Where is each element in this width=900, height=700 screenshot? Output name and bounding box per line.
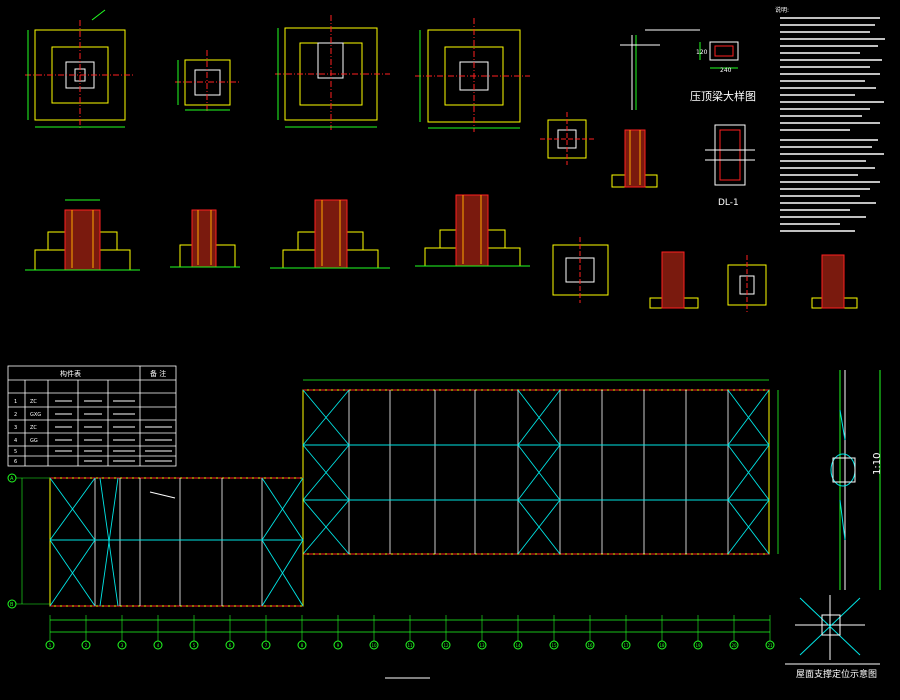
axis-number-label: 11 [407,643,413,648]
axis-number-label: 10 [371,643,377,648]
table-row: 4 GG [14,438,38,444]
axis-bubble-left [7,473,50,609]
right-scale-label: 1:10 [872,453,883,475]
notes-text-block [780,17,885,232]
axis-number-label: 5 [193,643,196,648]
notes-heading: 说明: [775,6,789,14]
axis-number-label: 13 [479,643,485,648]
table-cell: GXG [30,412,41,418]
axis-number-label: 16 [587,643,593,648]
small-section-6 [649,251,699,309]
table-cell: ZC [30,399,37,405]
axis-letter-b: B [10,602,14,608]
axis-number-label: 3 [121,643,124,648]
table-row: 6 [14,459,17,465]
table-row: 1 ZC [14,399,37,405]
foundation-section-3 [270,199,390,269]
beam-height-dim: 120 [696,49,708,56]
axis-number-label: 17 [623,643,629,648]
foundation-plan-j4 [415,18,530,132]
table-cell: 3 [14,425,17,431]
component-table [7,365,177,467]
roof-beam-detail [620,29,739,110]
axis-number-label: 19 [695,643,701,648]
axis-number-label: 4 [157,643,160,648]
foundation-section-1 [25,199,140,271]
table-placeholder-text [55,400,172,462]
axis-letter-a: A [10,476,14,482]
table-row: 3 ZC [14,425,37,431]
foundation-section-2 [170,209,240,268]
small-section-7 [811,254,858,309]
bracing-plan-title: 屋面支撑定位示意图 [796,668,877,680]
bracing-detail [785,370,881,665]
table-row: 5 [14,449,17,455]
table-note-header: 备 注 [150,369,166,378]
foundation-plan-j1 [25,9,135,130]
table-cell: 2 [14,412,17,418]
ground-beam-label: DL-1 [718,198,739,208]
right-building-plan [302,379,779,555]
beam-width-dim: 240 [720,67,732,74]
axis-number-label: 9 [337,643,340,648]
left-building-plan [49,477,304,607]
axis-number-label: 7 [265,643,268,648]
axis-number-label: 2 [85,643,88,648]
axis-number-label: 18 [659,643,665,648]
axis-number-label: 12 [443,643,449,648]
axis-number-label: 8 [301,643,304,648]
small-plan-5 [540,112,595,165]
axis-number-label: 14 [515,643,521,648]
table-title: 构件表 [60,369,81,378]
table-cell: GG [30,438,38,444]
table-cell: 5 [14,449,17,455]
foundation-plan-j2 [175,50,240,112]
table-row: 2 GXG [14,412,41,418]
foundation-section-4 [415,194,530,267]
table-cell: 4 [14,438,17,444]
roof-beam-detail-title: 压顶梁大样图 [690,89,756,103]
small-section-5 [611,129,658,188]
small-plan-6 [552,237,609,303]
axis-number-label: 21 [767,643,773,648]
axis-number-label: 6 [229,643,232,648]
table-cell: ZC [30,425,37,431]
small-plan-7 [727,255,767,312]
foundation-plan-j3 [275,15,390,130]
table-cell: 1 [14,399,17,405]
ground-beam-detail [705,124,755,186]
axis-number-label: 20 [731,643,737,648]
axis-number-label: 1 [49,643,52,648]
axis-number-label: 15 [551,643,557,648]
table-cell: 6 [14,459,17,465]
